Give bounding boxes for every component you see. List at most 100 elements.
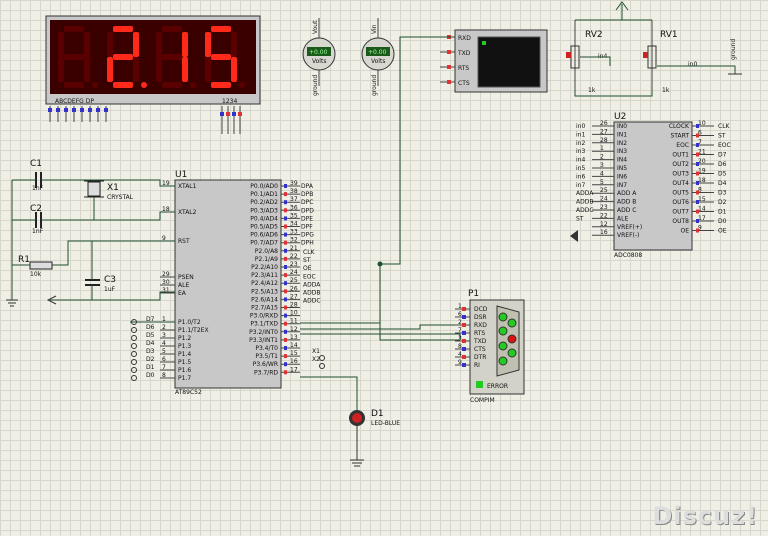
u1-right-pin-number: 22 xyxy=(290,253,298,260)
compim-pin-number: 6 xyxy=(458,311,462,318)
compim-status-led xyxy=(507,334,517,344)
u1-right-pin-number: 26 xyxy=(290,285,298,292)
u2-ref: U2 xyxy=(614,112,626,122)
u1-right-pin-name: P3.6/WR xyxy=(253,361,278,368)
u1-right-pin-name: P2.7/A15 xyxy=(251,305,278,312)
pin-marker xyxy=(284,362,287,367)
u2-left-net-label: in7 xyxy=(576,182,585,189)
u2-right-pin-number: 18 xyxy=(698,177,706,184)
u2-right-net-label: D0 xyxy=(718,218,727,225)
u1-p1-net-label: D4 xyxy=(146,340,155,347)
compim-pin-name: CTS xyxy=(474,346,486,353)
u2-left-pin-name: IN5 xyxy=(617,165,627,172)
vin-tag: Vin xyxy=(371,24,378,34)
pin-marker xyxy=(284,337,287,342)
pin-marker xyxy=(284,305,287,310)
segment-c xyxy=(182,57,188,82)
u2-left-pin-name: ALE xyxy=(617,215,628,222)
u2-left-pin-name: IN3 xyxy=(617,148,627,155)
decimal-point xyxy=(92,82,98,88)
pin-marker xyxy=(696,209,699,214)
potentiometer-rv1[interactable]: RV1 1k in0 xyxy=(643,20,697,94)
u1-right-pin-name: P3.7/RD xyxy=(254,369,278,376)
segment-g xyxy=(113,54,133,60)
u2-right-pin-number: 8 xyxy=(698,187,702,194)
u1-left-pin-name: P1.7 xyxy=(178,375,191,382)
vout-unit: Volts xyxy=(312,58,326,65)
u2-right-pin-number: 9 xyxy=(698,225,702,232)
u2-right-pin-name: CLOCK xyxy=(669,123,690,130)
u1-left-pin-number: 30 xyxy=(162,279,170,286)
pin-marker xyxy=(284,370,287,375)
segment-e xyxy=(205,57,211,82)
c2-value: 1nF xyxy=(32,228,44,235)
u2-left-net-label: in5 xyxy=(576,165,585,172)
rv1-net-label: in0 xyxy=(688,61,697,68)
pin-marker xyxy=(284,354,287,359)
resistor-r1[interactable]: R1 10k xyxy=(18,255,53,278)
digit-3 xyxy=(156,26,196,88)
u2-left-pin-name: IN1 xyxy=(617,131,627,138)
capacitor-c1[interactable]: C1 1nF xyxy=(30,159,44,192)
u1-right-pin-name: P2.5/A13 xyxy=(251,288,278,295)
segment-e xyxy=(156,57,162,82)
u1-right-pin-name: P3.0/RXD xyxy=(250,313,278,320)
u1-p1-net-label: D3 xyxy=(146,348,155,355)
u1-right-pin-number: 14 xyxy=(290,342,298,349)
pin-marker xyxy=(80,108,84,112)
compim-pin-name: DCD xyxy=(474,306,488,313)
compim-error-label: ERROR xyxy=(487,383,508,390)
u1-right-pin-number: 32 xyxy=(290,237,298,244)
pin-marker xyxy=(696,152,699,157)
u2-right-net-label: EOC xyxy=(718,142,731,149)
compim-pin-number: 3 xyxy=(458,335,462,342)
u1-right-pin-name: P3.4/T0 xyxy=(255,345,278,352)
capacitor-c3[interactable]: C3 1uF xyxy=(85,275,116,293)
u1-p0-net-label: DPA xyxy=(301,183,314,190)
u2-right-net-label: D3 xyxy=(718,190,727,197)
u1-p2-net-label: ADDC xyxy=(303,298,321,305)
pin-marker xyxy=(232,112,236,116)
u1-right-pin-number: 27 xyxy=(290,293,298,300)
u2-right-pin-name: OE xyxy=(680,228,689,235)
seven-segment-display[interactable]: ABCDEFG DP 1234 xyxy=(45,15,261,134)
u1-right-pin-number: 24 xyxy=(290,269,298,276)
voltmeter-vout[interactable]: +0.00 Volts Vout ground xyxy=(302,18,336,96)
terminal-pin-cts: CTS xyxy=(458,80,470,87)
segment-c xyxy=(84,57,90,82)
adc-chip-u2[interactable]: U2 ADC0808 IN026in0IN127in1IN228in2IN31i… xyxy=(570,112,731,259)
mcu-chip-u1[interactable]: U1 AT89C52 XTAL119XTAL218RST9PSEN29ALE30… xyxy=(131,170,325,396)
u1-right-pin-name: P3.2/INT0 xyxy=(249,329,278,336)
pin-marker xyxy=(64,108,68,112)
led-d1[interactable]: D1 LED-BLUE xyxy=(349,409,400,427)
u2-right-pin-name: OUT8 xyxy=(672,218,689,225)
u1-left-pin-number: 19 xyxy=(162,180,170,187)
pin-marker xyxy=(284,321,287,326)
pin-marker xyxy=(56,108,60,112)
crystal-x1[interactable]: X1 CRYSTAL xyxy=(84,180,134,201)
pin-marker xyxy=(238,112,242,116)
x1-value: CRYSTAL xyxy=(107,194,134,201)
u1-left-pin-name: P1.4 xyxy=(178,351,191,358)
u1-left-pin-name: P1.3 xyxy=(178,343,191,350)
voltmeter-vin[interactable]: +0.00 Volts Vin ground xyxy=(361,18,395,96)
u1-left-pin-number: 4 xyxy=(162,340,166,347)
u1-right-pin-name: P2.3/A11 xyxy=(251,272,278,279)
u1-right-pin-name: P2.1/A9 xyxy=(255,256,278,263)
u1-p1-net-label: D7 xyxy=(146,316,155,323)
compim-status-led xyxy=(498,326,508,336)
u1-right-pin-number: 33 xyxy=(290,229,298,236)
pin-marker xyxy=(462,307,466,311)
segment-b xyxy=(133,32,139,57)
u1-left-pin-number: 18 xyxy=(162,206,170,213)
compim-pin-name: RTS xyxy=(474,330,485,337)
u1-p0-net-label: DPE xyxy=(301,215,313,222)
u1-right-pin-name: P3.1/TXD xyxy=(250,321,278,328)
compim-pin-number: 4 xyxy=(458,351,462,358)
segment-b xyxy=(84,32,90,57)
segment-g xyxy=(211,54,231,60)
u1-p3-terminal xyxy=(319,355,325,361)
u2-right-pin-number: 14 xyxy=(698,206,706,213)
